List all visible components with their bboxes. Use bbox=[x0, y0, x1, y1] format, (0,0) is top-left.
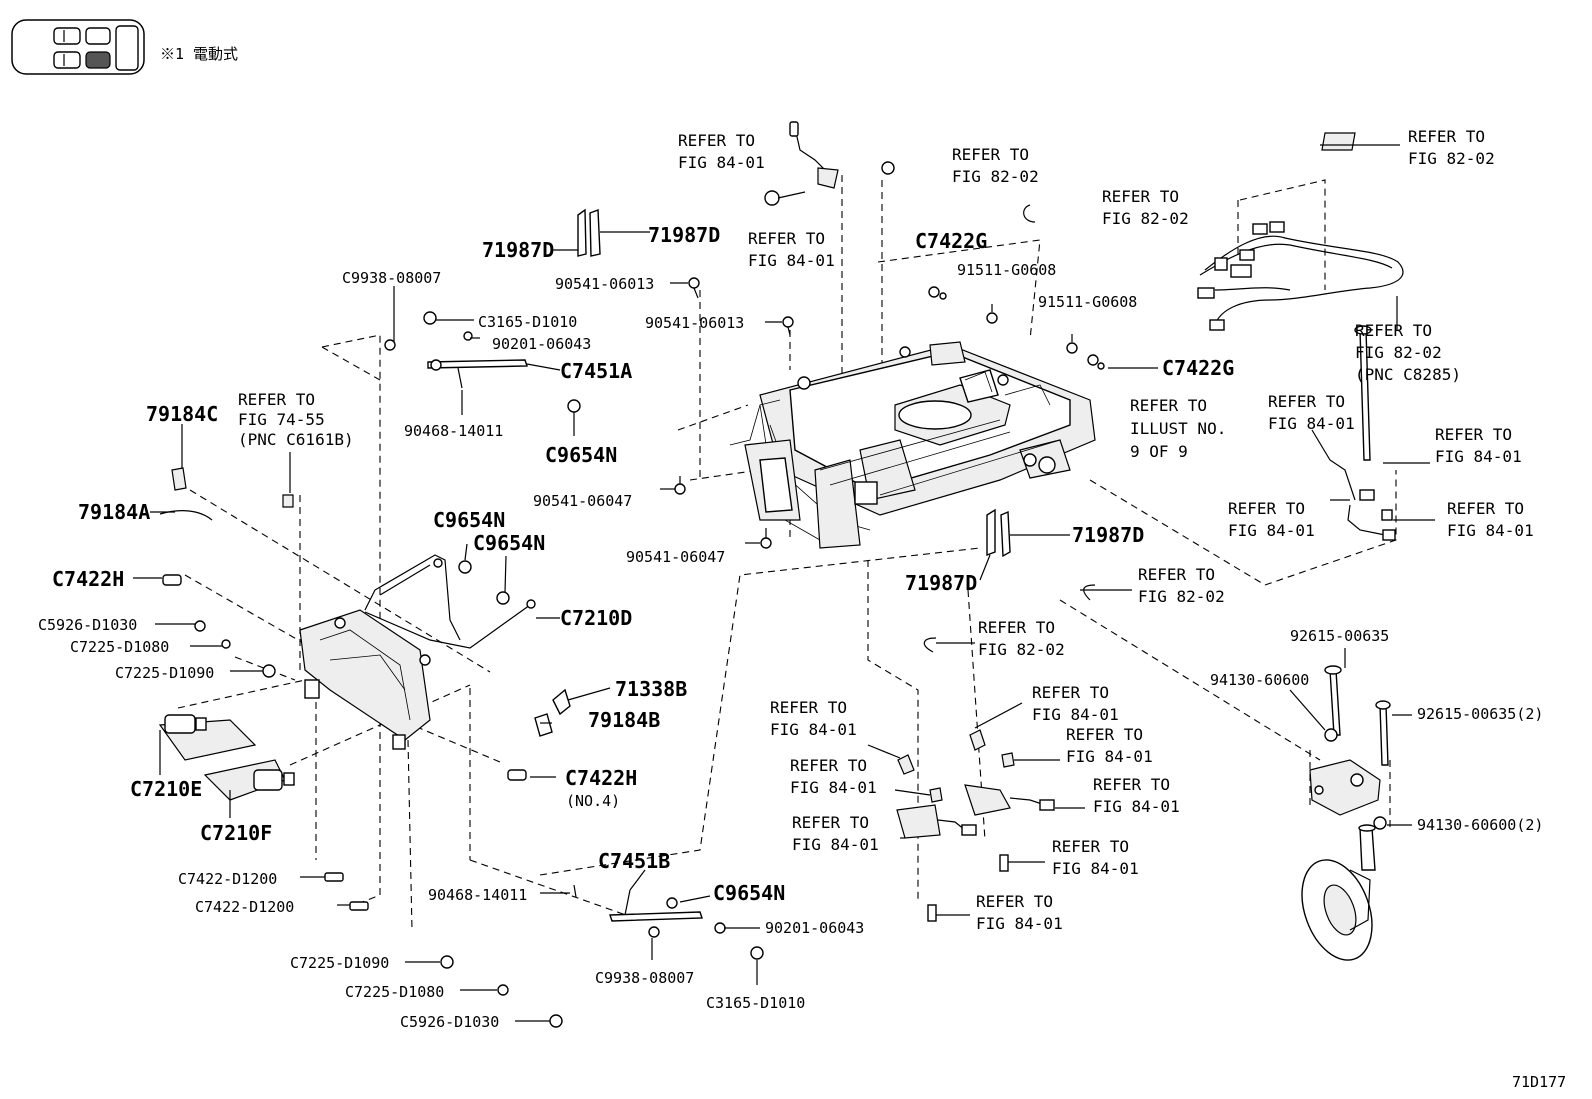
caster-assembly bbox=[1301, 665, 1391, 961]
label-c7422-d1200-a: C7422-D1200 bbox=[178, 870, 277, 888]
hooks bbox=[923, 584, 1096, 653]
center-fasteners bbox=[674, 204, 1105, 549]
top-wire-and-bolt bbox=[764, 121, 895, 206]
label-94130-a: 94130-60600 bbox=[1210, 671, 1309, 689]
label-c7225-1090-a: C7225-D1090 bbox=[115, 664, 214, 682]
right-bolts bbox=[1311, 325, 1396, 541]
motor-c7210f bbox=[203, 759, 295, 801]
label-90468-a: 90468-14011 bbox=[404, 422, 503, 440]
label-c3165-b: C3165-D1010 bbox=[706, 994, 805, 1012]
pad-71987d-bottom bbox=[986, 508, 1011, 558]
label-94130-b: 94130-60600(2) bbox=[1417, 816, 1543, 834]
label-91511-b: 91511-G0608 bbox=[1038, 293, 1137, 311]
label-c7451a: C7451A bbox=[560, 359, 632, 383]
label-c7422-d1200-b: C7422-D1200 bbox=[195, 898, 294, 916]
label-79184b: 79184B bbox=[588, 708, 660, 732]
label-c5926-a: C5926-D1030 bbox=[38, 616, 137, 634]
label-79184a: 79184A bbox=[78, 500, 150, 524]
label-c7422h-b: C7422H bbox=[565, 766, 637, 790]
label-91511-a: 91511-G0608 bbox=[957, 261, 1056, 279]
label-71987d-b: 71987D bbox=[648, 223, 720, 247]
label-c7225-1080-a: C7225-D1080 bbox=[70, 638, 169, 656]
label-79184c: 79184C bbox=[146, 402, 218, 426]
label-c7225-1080-b: C7225-D1080 bbox=[345, 983, 444, 1001]
label-92615-b: 92615-00635(2) bbox=[1417, 705, 1543, 723]
label-90201-a: 90201-06043 bbox=[492, 335, 591, 353]
label-c7422h-a: C7422H bbox=[52, 567, 124, 591]
label-c9654n-a: C9654N bbox=[545, 443, 617, 467]
pad-71987d-top bbox=[577, 208, 601, 257]
motor-c7210e bbox=[158, 714, 257, 761]
label-71987d-a: 71987D bbox=[482, 238, 554, 262]
label-90201-b: 90201-06043 bbox=[765, 919, 864, 937]
label-90541-06013-a: 90541-06013 bbox=[555, 275, 654, 293]
left-side-bracket bbox=[299, 554, 536, 750]
label-92615-a: 92615-00635 bbox=[1290, 627, 1389, 645]
seat-frame-assembly bbox=[729, 341, 1096, 549]
label-c7422g-a: C7422G bbox=[915, 229, 987, 253]
label-c5926-b: C5926-D1030 bbox=[400, 1013, 499, 1031]
leader-lines bbox=[133, 144, 1435, 1022]
figure-code: 71D177 bbox=[1512, 1073, 1566, 1091]
link-c7451a bbox=[384, 311, 581, 413]
label-c7225-1090-b: C7225-D1090 bbox=[290, 954, 389, 972]
legend-note: ※1 電動式 bbox=[160, 45, 238, 63]
label-c9654n-d: C9654N bbox=[713, 881, 785, 905]
label-c7210e: C7210E bbox=[130, 777, 202, 801]
label-90468-b: 90468-14011 bbox=[428, 886, 527, 904]
label-c9938-a: C9938-08007 bbox=[342, 269, 441, 287]
label-c9654n-c: C9654N bbox=[473, 531, 545, 555]
wire-harness bbox=[1197, 132, 1404, 331]
label-71987d-c: 71987D bbox=[1072, 523, 1144, 547]
left-small-parts bbox=[159, 467, 571, 781]
label-c7422h-note: (NO.4) bbox=[566, 792, 620, 810]
label-c7210d: C7210D bbox=[560, 606, 632, 630]
link-c7451b bbox=[573, 884, 764, 960]
label-71987d-d: 71987D bbox=[905, 571, 977, 595]
legend bbox=[11, 19, 145, 75]
label-90541-06047-a: 90541-06047 bbox=[533, 492, 632, 510]
lower-center-clips bbox=[896, 729, 1055, 922]
label-c7422g-b: C7422G bbox=[1162, 356, 1234, 380]
label-c7451b: C7451B bbox=[598, 849, 670, 873]
label-c7210f: C7210F bbox=[200, 821, 272, 845]
label-c3165-a: C3165-D1010 bbox=[478, 313, 577, 331]
label-90541-06047-b: 90541-06047 bbox=[626, 548, 725, 566]
label-c9938-b: C9938-08007 bbox=[595, 969, 694, 987]
label-90541-06013-b: 90541-06013 bbox=[645, 314, 744, 332]
label-c9654n-b: C9654N bbox=[433, 508, 505, 532]
label-71338b: 71338B bbox=[615, 677, 687, 701]
